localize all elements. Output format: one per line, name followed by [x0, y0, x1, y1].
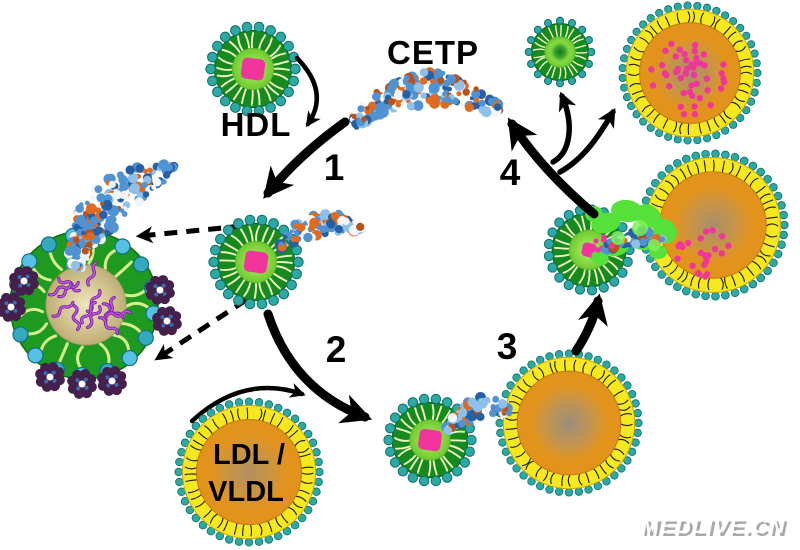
enlarged-cetp-protein [63, 159, 179, 273]
remnant-hdl-particle [524, 16, 596, 88]
hdl-cetp-complex [208, 209, 366, 310]
release-arrow-to-hdl [550, 91, 577, 165]
step4-label: 4 [500, 152, 521, 193]
ldl-vldl-particle [174, 397, 324, 547]
hdl-to-cycle-arrow [294, 55, 321, 128]
apolipoprotein-rosette [35, 362, 65, 392]
hdl-cetp-ldl-complex [383, 349, 643, 497]
release-arrow-to-ldl [557, 107, 616, 175]
ldl-label-line2: VLDL [208, 476, 284, 508]
apolipoprotein-rosette [97, 366, 127, 396]
step2-arrow [263, 309, 373, 424]
step1-label: 1 [324, 147, 345, 188]
watermark: MEDLIVE.CN [641, 515, 786, 538]
hdl-label: HDL [221, 106, 292, 143]
apolipoprotein-rosette [152, 306, 182, 336]
step1-arrow [263, 117, 350, 199]
step2-label: 2 [326, 329, 347, 370]
apolipoprotein-rosette [9, 266, 39, 296]
ce-enriched-ldl-particle [618, 1, 762, 145]
hdl-particle [205, 21, 301, 117]
cetp-label: CETP [387, 34, 479, 71]
enlarged-hdl-cetp-complex [0, 227, 182, 399]
magnification-dashed-arrow-upper [135, 223, 244, 244]
step3-arrow [571, 293, 608, 356]
ldl-join-arrow [189, 383, 306, 424]
cetp-protein [348, 67, 504, 130]
lipid-transfer-complex [543, 149, 789, 301]
apolipoprotein-rosette [145, 275, 175, 305]
magnification-dashed-arrow-lower [154, 297, 248, 361]
step3-label: 3 [497, 326, 518, 367]
ldl-label-line1: LDL / [213, 439, 285, 471]
watermark-shadow: MEDLIVE.CN [644, 518, 789, 541]
apolipoprotein-rosette [0, 292, 26, 322]
step4-arrow [507, 117, 599, 219]
apolipoprotein-rosette [67, 369, 97, 399]
